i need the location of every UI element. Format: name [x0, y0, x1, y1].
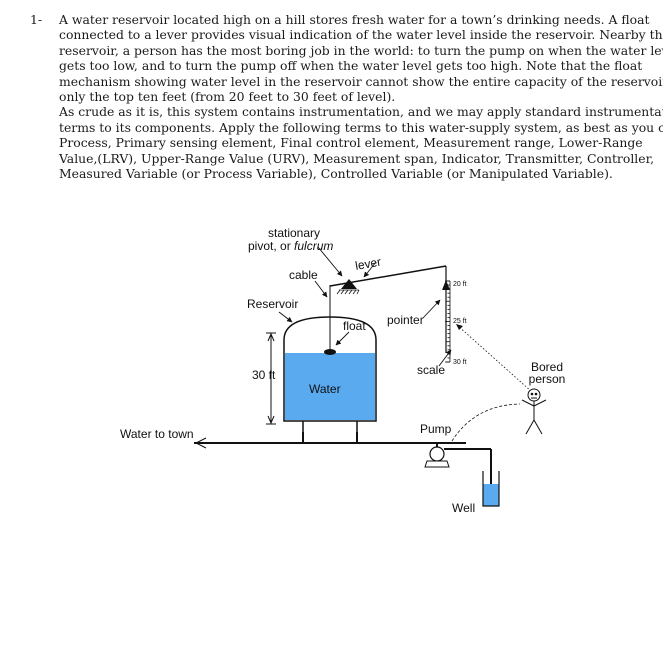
- label-scale: scale: [417, 363, 445, 377]
- fulcrum: [341, 279, 357, 289]
- control-link: [451, 403, 521, 442]
- well-water: [483, 484, 499, 506]
- label-pointer: pointer: [387, 313, 424, 327]
- label-reservoir: Reservoir: [247, 297, 298, 311]
- question-number: 1-: [30, 12, 43, 27]
- scale-label-mid: 25 ft: [453, 318, 467, 325]
- lever: [329, 265, 447, 287]
- label-float: float: [343, 319, 366, 333]
- question-line: A water reservoir located high on a hill…: [59, 12, 650, 27]
- question-line: As crude as it is, this system contains …: [59, 104, 663, 120]
- label-cable: cable: [289, 268, 318, 282]
- scale-arrow: [438, 349, 452, 367]
- label-well: Well: [452, 501, 475, 515]
- float-arrow: [335, 331, 350, 346]
- label-pivot: pivot, or fulcrum: [248, 239, 333, 253]
- level-scale: [445, 280, 451, 363]
- well: [482, 471, 500, 507]
- question-line: mechanism showing water level in the res…: [59, 73, 663, 89]
- reservoir-arrow: [278, 311, 293, 323]
- label-30ft: 30 ft: [252, 368, 276, 382]
- label-water: Water: [309, 382, 341, 396]
- question-line: connected to a lever provides visual ind…: [59, 27, 663, 43]
- flow-arrow: [194, 437, 207, 449]
- water-fill: [285, 353, 375, 420]
- question-line: Measured Variable (or Process Variable),…: [59, 166, 613, 181]
- question-line: gets too low, and to turn the pump off w…: [59, 58, 643, 74]
- float: [324, 349, 336, 355]
- bored-person: [521, 388, 547, 435]
- question-line: only the top ten feet (from 20 feet to 3…: [59, 89, 396, 104]
- pointer-arrow: [422, 299, 441, 319]
- label-stationary: stationary: [268, 226, 320, 240]
- scale-label-top: 20 ft: [453, 281, 467, 288]
- question-line: terms to its components. Apply the follo…: [59, 119, 663, 135]
- label-lever: lever: [354, 255, 382, 273]
- question-line: Process, Primary sensing element, Final …: [59, 135, 643, 151]
- pivot-arrow: [317, 246, 343, 277]
- sight-line: [456, 324, 533, 393]
- cable-arrow: [314, 280, 328, 298]
- question-line: Value,(LRV), Upper-Range Value (URV), Me…: [59, 150, 655, 166]
- lever-arrow: [363, 261, 377, 278]
- label-pump: Pump: [420, 422, 452, 436]
- pump: [429, 446, 445, 462]
- label-person: person: [529, 372, 566, 386]
- question-line: reservoir, a person has the most boring …: [59, 42, 663, 58]
- label-bored: Bored: [531, 360, 563, 374]
- scale-label-bottom: 30 ft: [453, 359, 467, 366]
- label-water-to-town: Water to town: [120, 427, 194, 441]
